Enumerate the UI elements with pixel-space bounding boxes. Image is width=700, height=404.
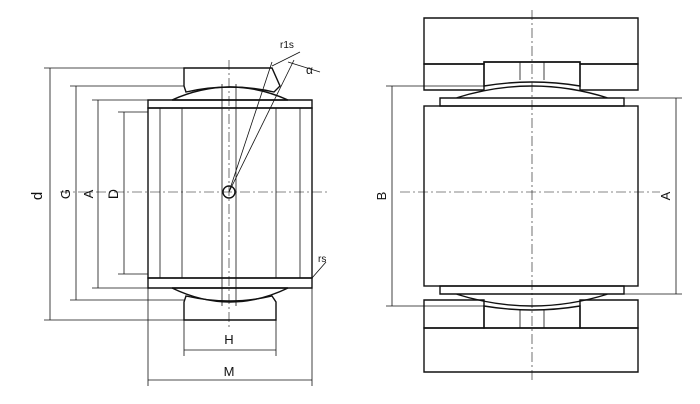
right-view: B A [374,10,682,380]
label-a-left: A [81,189,96,198]
housing-top [423,17,639,65]
label-d: d [29,192,46,200]
label-m: M [224,364,235,379]
left-view: d G A D H M r1s α rs [29,40,330,386]
right-outer-ring-top [483,61,581,87]
lube-hole [222,185,236,199]
outer-ring-top [183,67,281,93]
label-rs: rs [318,254,326,265]
label-h: H [224,332,233,347]
label-b: B [374,192,389,201]
outer-ring-bottom [183,295,277,321]
right-outer-ring-bottom [483,305,581,329]
housing-bottom [423,327,639,373]
inner-ring-body [147,107,313,279]
label-alpha: α [306,63,313,77]
inner-ring-bottom-hatch [147,277,313,289]
label-r1s: r1s [280,40,294,51]
label-g: G [58,189,73,199]
label-d-bore: D [105,189,121,199]
dimension-lines-left [44,67,327,386]
inner-ring-top-hatch [147,99,313,109]
shaft [423,105,639,287]
label-a-right: A [658,191,673,200]
